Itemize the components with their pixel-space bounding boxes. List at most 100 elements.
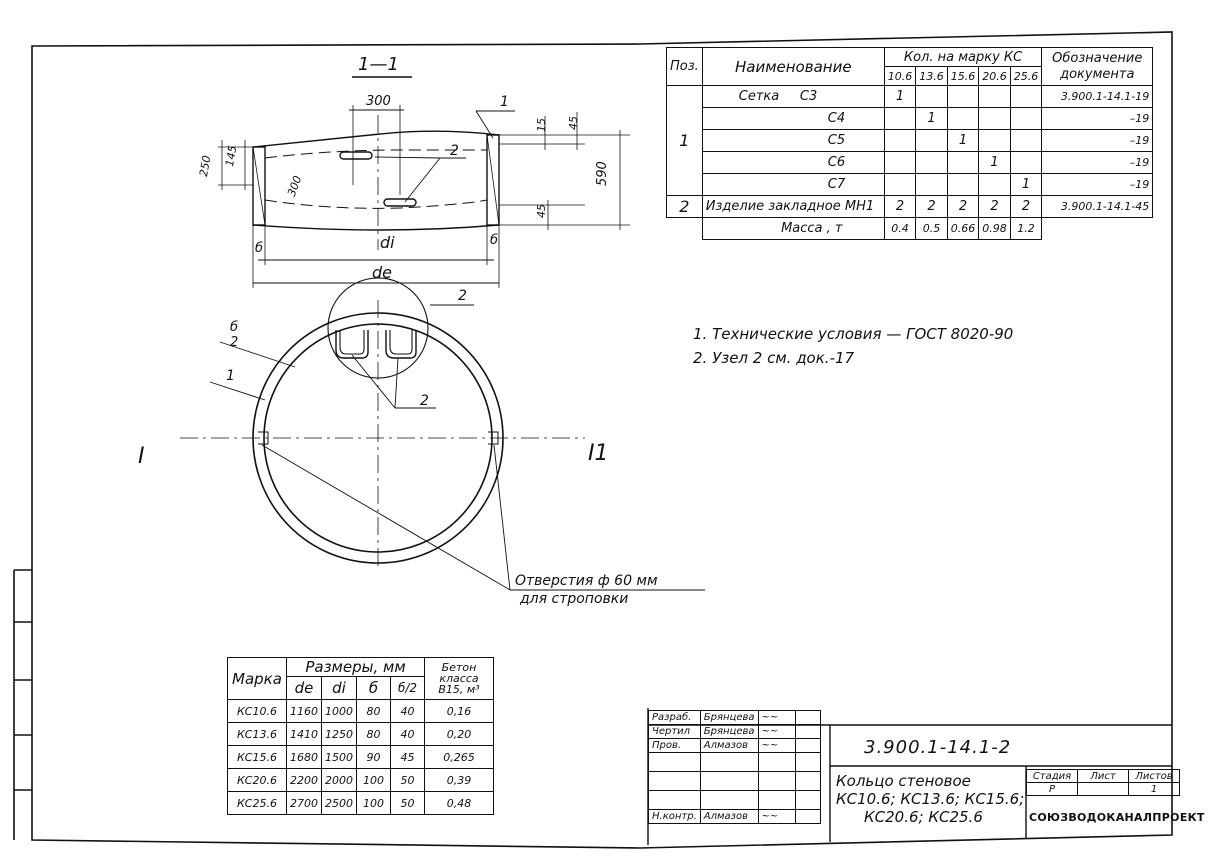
dim-15: 15	[535, 118, 548, 132]
table-row: КС20.6 2200 2000 100 50 0,39	[227, 768, 494, 792]
spec-mass: 1.2	[1009, 217, 1043, 240]
dim-delta-left: б	[255, 241, 263, 256]
dim-250: 250	[197, 155, 213, 178]
tb-role: Пров.	[648, 738, 701, 753]
dim-di: di	[380, 233, 395, 252]
dim-45-mid: 45	[535, 204, 548, 218]
table-row: КС13.6 1410 1250 80 40 0,20	[227, 722, 494, 746]
dims-de: 2700	[286, 791, 322, 815]
dims-de: 2200	[286, 768, 322, 792]
table-row: КС15.6 1680 1500 90 45 0,265	[227, 745, 494, 769]
dim-delta-right: б	[490, 233, 498, 248]
stage-table: Стадия Лист Листов Р 1	[1026, 769, 1180, 796]
dims-b2: 45	[390, 745, 425, 769]
tb-role: Чертил	[648, 724, 701, 739]
sheets-header: Листов	[1128, 769, 1180, 783]
callout-2-top: 2	[450, 143, 459, 159]
spec-mass: 0.66	[946, 217, 980, 240]
spec-q: 1	[915, 107, 948, 130]
spec-doc: –19	[1041, 173, 1154, 196]
spec-q	[883, 129, 917, 152]
document-title-line: КС20.6; КС25.6	[864, 808, 983, 826]
title-block-signatures: Разраб. Брянцева ~~ Чертил Брянцева ~~ П…	[648, 710, 821, 824]
signature-icon: ~~	[757, 738, 796, 753]
dims-di: 1000	[321, 699, 357, 723]
table-row: КС25.6 2700 2500 100 50 0,48	[227, 791, 494, 815]
table-row: 2 Изделие закладное МН1 2 2 2 2 2 3.900.…	[666, 195, 1154, 218]
dims-col-de: de	[286, 676, 322, 700]
dim-590: 590	[595, 161, 610, 186]
spec-mass: 0.98	[978, 217, 1011, 240]
spec-name: С6	[701, 151, 885, 174]
section-view	[218, 105, 630, 288]
tb-name: Алмазов	[699, 738, 759, 753]
spec-mass: 0.4	[883, 217, 917, 240]
dim-300-top: 300	[366, 94, 391, 109]
dims-mark: КС10.6	[227, 699, 287, 723]
table-row: С7 1 –19	[667, 173, 1154, 196]
spec-q: 2	[1009, 195, 1043, 218]
spec-q	[915, 151, 948, 174]
holes-note-line2: для строповки	[519, 591, 628, 607]
spec-q	[915, 129, 948, 152]
dims-mark: КС13.6	[227, 722, 287, 746]
spec-q	[1009, 151, 1043, 174]
spec-doc: –19	[1041, 107, 1154, 130]
dims-mark: КС25.6	[227, 791, 287, 815]
spec-mark-3: 15.6	[946, 66, 980, 86]
callout-1-top: 1	[500, 94, 509, 110]
dims-h-mark: Марка	[227, 657, 287, 700]
sheet-frame	[13, 31, 1173, 849]
dims-v: 0,265	[424, 745, 494, 769]
spec-q	[915, 173, 948, 196]
dim-de: de	[372, 263, 392, 282]
spec-q	[1009, 85, 1043, 108]
spec-q	[946, 151, 980, 174]
dims-col-di: di	[321, 676, 357, 700]
note-1: 1. Технические условия — ГОСТ 8020-90	[693, 325, 1014, 343]
spec-q: 2	[978, 195, 1011, 218]
dims-mark: КС20.6	[227, 768, 287, 792]
spec-q	[946, 85, 980, 108]
spec-q	[883, 151, 917, 174]
spec-q	[978, 107, 1011, 130]
tb-name: Брянцева	[699, 710, 759, 725]
spec-empty	[1041, 217, 1153, 240]
table-row: Н.контр. Алмазов ~~	[648, 809, 821, 824]
tb-name: Алмазов	[699, 809, 759, 824]
spec-h-doc: Обозначение документа	[1041, 47, 1154, 86]
dims-di: 1500	[321, 745, 357, 769]
dims-de: 1160	[286, 699, 322, 723]
dims-di: 2500	[321, 791, 357, 815]
spec-mass-label: Масса , т	[701, 217, 885, 240]
tb-date	[794, 710, 821, 725]
spec-mark-2: 13.6	[915, 66, 948, 86]
spec-q	[915, 85, 948, 108]
dims-h-sizes: Размеры, мм	[286, 657, 425, 677]
spec-name: Изделие закладное МН1	[701, 195, 885, 218]
spec-pos-2: 2	[666, 195, 703, 218]
dims-b2: 40	[390, 722, 425, 746]
spec-q	[883, 173, 917, 196]
table-row: КС10.6 1160 1000 80 40 0,16	[227, 699, 494, 723]
spec-mark-5: 25.6	[1009, 66, 1043, 86]
table-row: С6 1 –19	[667, 151, 1154, 174]
section-title: 1—1	[358, 54, 399, 75]
dims-col-b2: б/2	[390, 676, 425, 700]
spec-name: С5	[701, 129, 885, 152]
document-code: 3.900.1-14.1-2	[864, 737, 1012, 758]
section-mark-left: I	[138, 444, 145, 469]
dims-v: 0,48	[424, 791, 494, 815]
spec-mark-4: 20.6	[978, 66, 1011, 86]
spec-q	[946, 107, 980, 130]
spec-doc: –19	[1041, 129, 1154, 152]
table-row	[648, 771, 821, 791]
tb-date	[794, 724, 821, 739]
document-title: Кольцо стеновое КС10.6; КС13.6; КС15.6; …	[836, 772, 1024, 826]
dims-di: 1250	[321, 722, 357, 746]
dims-b2: 40	[390, 699, 425, 723]
table-row: Пров. Алмазов ~~	[648, 738, 821, 753]
stage-header: Стадия	[1026, 769, 1078, 783]
